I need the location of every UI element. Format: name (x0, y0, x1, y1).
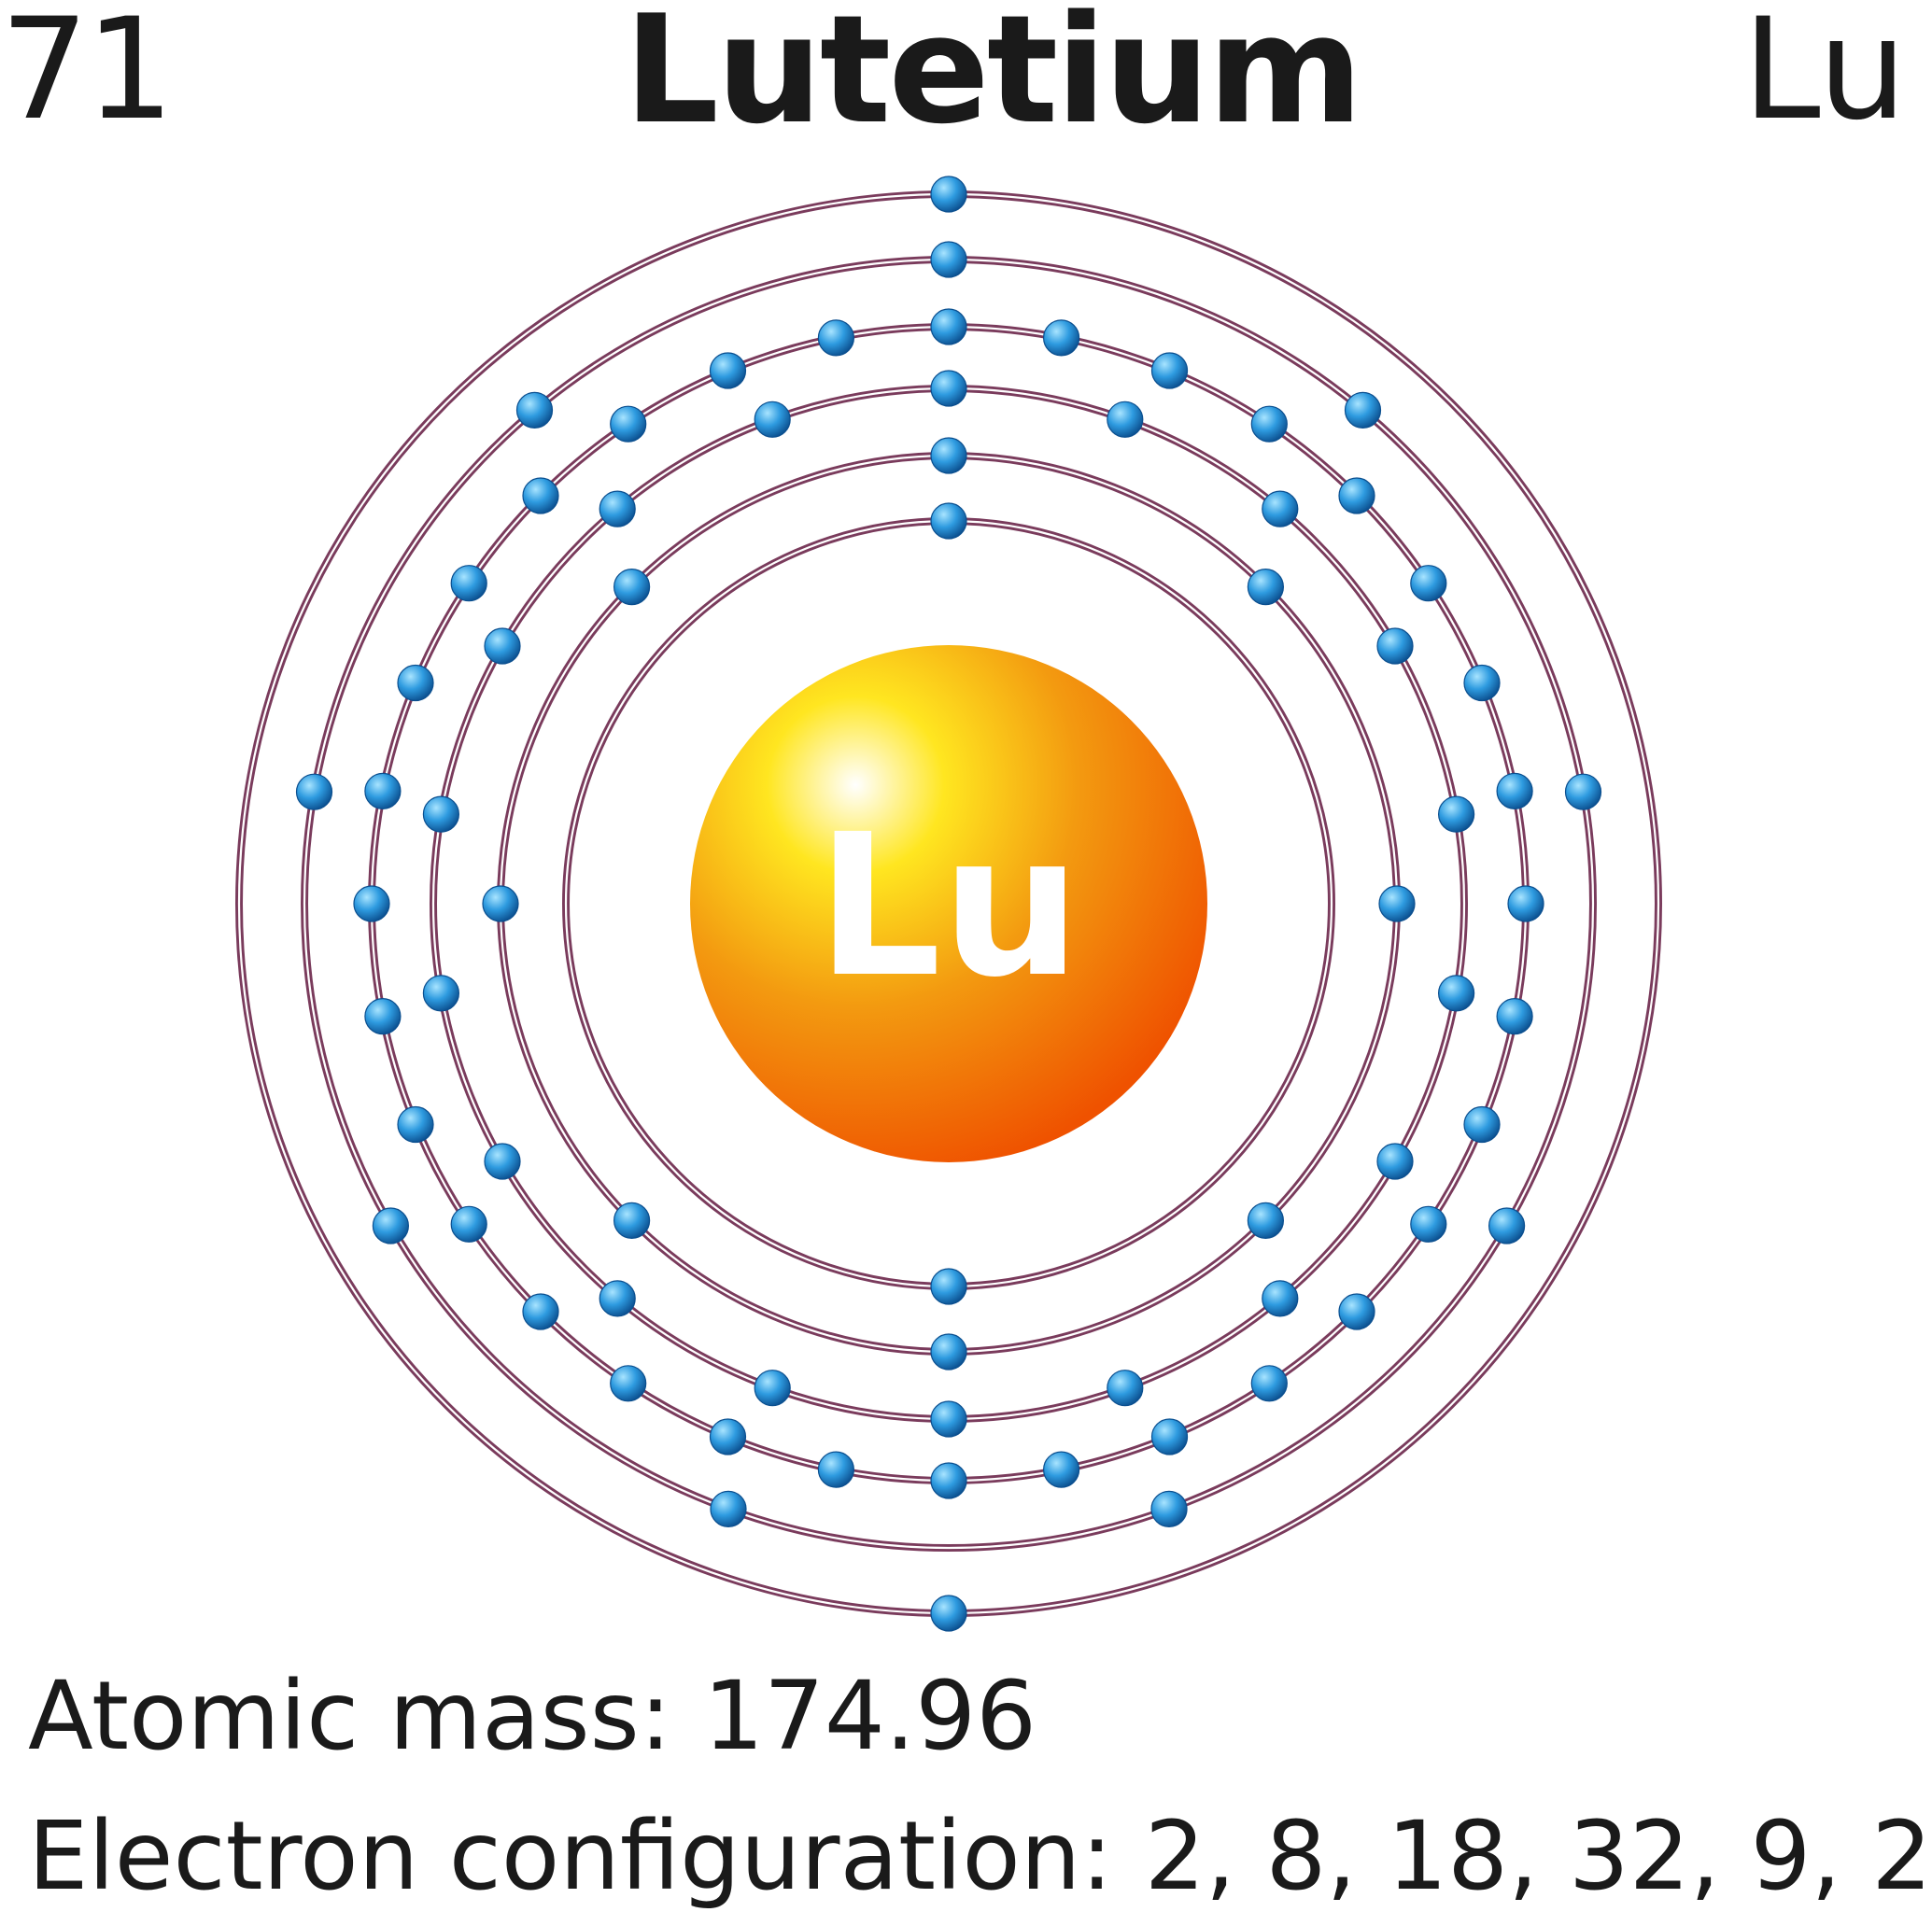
electron (613, 568, 651, 606)
electron (930, 1333, 967, 1371)
electron (1410, 565, 1447, 602)
electron (1507, 885, 1544, 922)
electron (1410, 1205, 1447, 1243)
electron (710, 1490, 747, 1528)
electron (1250, 1365, 1288, 1402)
electron (1378, 885, 1416, 922)
electron (1042, 1451, 1080, 1488)
electron (1150, 1490, 1188, 1528)
electron (709, 352, 747, 389)
electron (613, 1202, 651, 1240)
electron (1262, 490, 1299, 527)
electron (364, 772, 402, 810)
electron (1463, 1105, 1501, 1144)
electron (610, 405, 647, 443)
electron (1496, 997, 1533, 1035)
electron (522, 477, 559, 514)
electron-configuration-value: 2, 8, 18, 32, 9, 2 (1144, 1801, 1932, 1912)
electron (1338, 477, 1375, 514)
electron (1344, 391, 1382, 429)
electron (1042, 319, 1080, 357)
electron (930, 1595, 967, 1632)
electron (1488, 1207, 1526, 1244)
electron (450, 1205, 487, 1243)
electron (930, 308, 967, 345)
electron (599, 490, 636, 527)
electron (522, 1293, 559, 1330)
electron (295, 773, 333, 810)
electron (1107, 1370, 1144, 1407)
electron (930, 241, 967, 278)
nucleus-label: Lu (816, 792, 1080, 1020)
electron (930, 370, 967, 407)
element-symbol: Lu (1742, 0, 1908, 151)
electron (1338, 1293, 1375, 1330)
electron (1250, 405, 1288, 443)
electron (1150, 352, 1189, 389)
electron (930, 1400, 967, 1438)
electron (1376, 627, 1414, 665)
electron (1247, 1202, 1285, 1240)
electron (930, 1268, 967, 1305)
electron (709, 1418, 747, 1455)
electron (450, 565, 487, 602)
electron (754, 1370, 791, 1407)
electron (1496, 772, 1533, 810)
electron (353, 885, 390, 922)
electron (1262, 1280, 1299, 1317)
electron (364, 997, 402, 1035)
electron (817, 1451, 855, 1488)
electron (372, 1207, 409, 1244)
electron (1437, 795, 1475, 833)
electron (610, 1365, 647, 1402)
electron (482, 885, 519, 922)
electron (817, 319, 855, 357)
element-name: Lutetium (624, 0, 1363, 157)
atomic-mass-value: 174.96 (703, 1661, 1037, 1772)
electron (599, 1280, 636, 1317)
electron (1247, 568, 1285, 606)
electron-configuration-row: Electron configuration:2, 8, 18, 32, 9, … (28, 1806, 1932, 1908)
electron (930, 437, 967, 474)
nucleus-sphere (690, 645, 1207, 1162)
electron (930, 502, 967, 540)
electron (397, 1105, 434, 1144)
atomic-number: 71 (0, 0, 175, 151)
electron (1437, 975, 1475, 1012)
electrons (295, 176, 1602, 1632)
electron (515, 391, 554, 429)
electron (484, 627, 521, 665)
electron (1107, 401, 1144, 438)
electron (1564, 773, 1602, 810)
electron (422, 975, 459, 1012)
electron (422, 795, 459, 833)
electron (1463, 664, 1501, 702)
nucleus: Lu (690, 645, 1207, 1162)
electron (1376, 1143, 1414, 1180)
atomic-mass-label: Atomic mass: (28, 1661, 672, 1772)
electron (930, 176, 967, 213)
electron (1150, 1418, 1189, 1455)
atomic-mass-row: Atomic mass:174.96 (28, 1666, 1037, 1768)
electron (930, 1462, 967, 1499)
electron (754, 401, 791, 438)
electron (397, 664, 434, 702)
electron-configuration-label: Electron configuration: (28, 1801, 1113, 1912)
electron (484, 1143, 521, 1180)
